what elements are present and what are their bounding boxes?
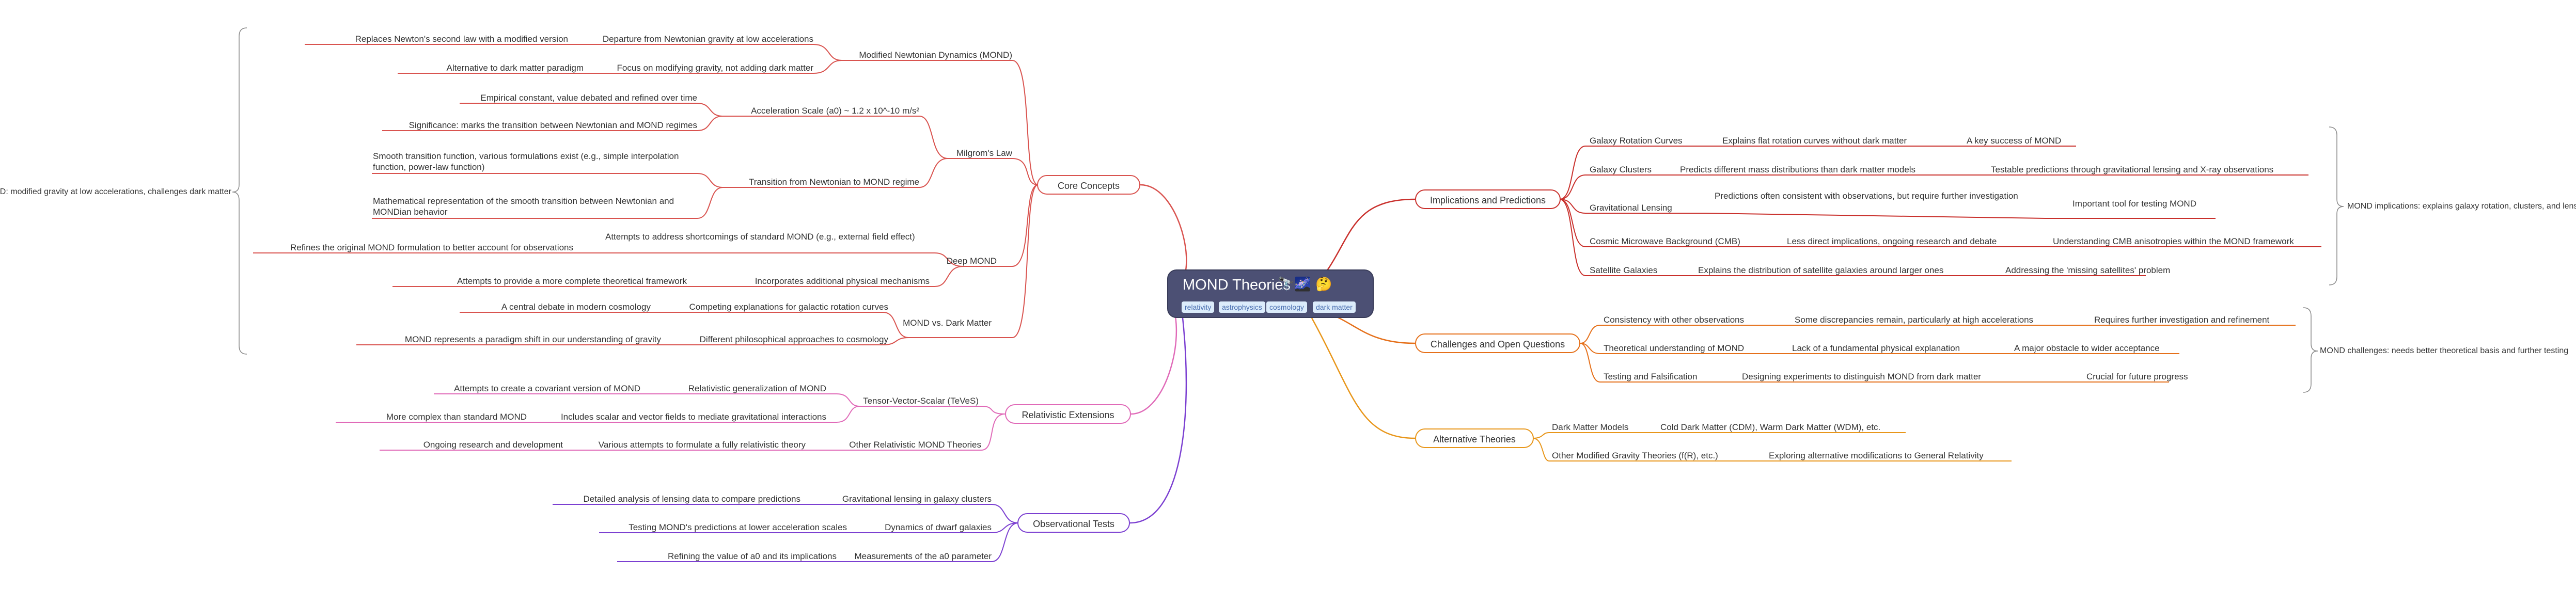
node-consistency[interactable]: Consistency with other observations <box>1604 315 1745 325</box>
node-vs-philosophy[interactable]: Different philosophical approaches to co… <box>699 335 888 344</box>
node-clusters-testable[interactable]: Testable predictions through gravitation… <box>1991 165 2274 174</box>
node-deep-attempts[interactable]: Attempts to address shortcomings of stan… <box>605 232 915 242</box>
node-other-gravity-detail[interactable]: Exploring alternative modifications to G… <box>1769 451 1984 460</box>
node-clusters-predicts[interactable]: Predicts different mass distributions th… <box>1680 165 1916 174</box>
node-transition-math[interactable]: Mathematical representation of the smoot… <box>373 196 674 217</box>
node-rotation-explains[interactable]: Explains flat rotation curves without da… <box>1722 136 1907 146</box>
node-mond-vs-dm[interactable]: MOND vs. Dark Matter <box>903 318 992 328</box>
node-cmb-anisotropies[interactable]: Understanding CMB anisotropies within th… <box>2053 236 2294 246</box>
link-root-rel <box>1130 299 1177 415</box>
node-obs-dwarf[interactable]: Dynamics of dwarf galaxies <box>885 522 992 532</box>
summary-implications: MOND implications: explains galaxy rotat… <box>2347 202 2576 211</box>
node-consistency-refinement[interactable]: Requires further investigation and refin… <box>2094 315 2270 325</box>
link-root-obs <box>1129 317 1187 524</box>
node-lensing-predictions[interactable]: Predictions often consistent with observ… <box>1715 191 2018 201</box>
summary-challenges: MOND challenges: needs better theoretica… <box>2320 346 2569 355</box>
node-vs-competing[interactable]: Competing explanations for galactic rota… <box>689 302 888 312</box>
node-lensing-tool[interactable]: Important tool for testing MOND <box>2072 199 2196 209</box>
node-clusters[interactable]: Galaxy Clusters <box>1590 165 1652 174</box>
root-title: MOND Theories <box>1183 277 1291 293</box>
node-obs-a0-detail[interactable]: Refining the value of a0 and its implica… <box>668 551 837 561</box>
node-obs-lensing[interactable]: Gravitational lensing in galaxy clusters <box>842 494 992 504</box>
root-node[interactable]: MOND Theories 🔭🌌 🤔 relativity astrophysi… <box>1167 269 1374 318</box>
node-other-gravity[interactable]: Other Modified Gravity Theories (f(R), e… <box>1552 451 1718 460</box>
branch-implications[interactable]: Implications and Predictions <box>1415 189 1561 209</box>
node-vs-debate[interactable]: A central debate in modern cosmology <box>501 302 651 312</box>
tag-dark-matter[interactable]: dark matter <box>1313 301 1356 313</box>
node-testing-experiments[interactable]: Designing experiments to distinguish MON… <box>1742 372 1981 381</box>
node-cmb[interactable]: Cosmic Microwave Background (CMB) <box>1590 236 1740 246</box>
node-mond-focus[interactable]: Focus on modifying gravity, not adding d… <box>617 63 813 73</box>
node-theory-understanding[interactable]: Theoretical understanding of MOND <box>1604 343 1745 353</box>
link-root-alt <box>1311 317 1416 439</box>
node-theory-obstacle[interactable]: A major obstacle to wider acceptance <box>2014 343 2160 353</box>
branch-challenges[interactable]: Challenges and Open Questions <box>1415 333 1580 353</box>
node-mond-focus-detail[interactable]: Alternative to dark matter paradigm <box>446 63 584 73</box>
node-rotation-curves[interactable]: Galaxy Rotation Curves <box>1590 136 1683 146</box>
node-teves-relativistic[interactable]: Relativistic generalization of MOND <box>688 384 826 393</box>
node-testing[interactable]: Testing and Falsification <box>1604 372 1698 381</box>
tag-relativity[interactable]: relativity <box>1182 301 1215 313</box>
node-dark-matter-types[interactable]: Cold Dark Matter (CDM), Warm Dark Matter… <box>1660 422 1881 432</box>
node-mond-departure[interactable]: Departure from Newtonian gravity at low … <box>602 34 813 44</box>
node-mond-departure-detail[interactable]: Replaces Newton's second law with a modi… <box>355 34 568 44</box>
branch-observational-tests[interactable]: Observational Tests <box>1017 513 1130 533</box>
node-teves-fields[interactable]: Includes scalar and vector fields to med… <box>560 412 826 422</box>
node-teves[interactable]: Tensor-Vector-Scalar (TeVeS) <box>863 396 979 406</box>
node-teves-complex[interactable]: More complex than standard MOND <box>386 412 527 422</box>
node-vs-paradigm[interactable]: MOND represents a paradigm shift in our … <box>404 335 661 344</box>
node-deep-incorporates[interactable]: Incorporates additional physical mechani… <box>755 276 930 286</box>
node-obs-a0[interactable]: Measurements of the a0 parameter <box>854 551 992 561</box>
branch-alternative-theories[interactable]: Alternative Theories <box>1415 428 1534 448</box>
node-accel-scale[interactable]: Acceleration Scale (a0) ~ 1.2 x 10^-10 m… <box>751 106 919 116</box>
node-obs-lensing-detail[interactable]: Detailed analysis of lensing data to com… <box>583 494 800 504</box>
node-deep-framework[interactable]: Attempts to provide a more complete theo… <box>457 276 687 286</box>
node-consistency-discrepancies[interactable]: Some discrepancies remain, particularly … <box>1795 315 2034 325</box>
node-obs-dwarf-detail[interactable]: Testing MOND's predictions at lower acce… <box>629 522 847 532</box>
node-lensing[interactable]: Gravitational Lensing <box>1590 203 1672 213</box>
node-teves-covariant[interactable]: Attempts to create a covariant version o… <box>454 384 640 393</box>
node-satellites[interactable]: Satellite Galaxies <box>1590 265 1658 275</box>
node-dark-matter-models[interactable]: Dark Matter Models <box>1552 422 1629 432</box>
node-cmb-implications[interactable]: Less direct implications, ongoing resear… <box>1787 236 1997 246</box>
node-deep-refines[interactable]: Refines the original MOND formulation to… <box>290 243 573 252</box>
node-rotation-success[interactable]: A key success of MOND <box>1967 136 2062 146</box>
tag-cosmology[interactable]: cosmology <box>1266 301 1307 313</box>
node-satellites-missing[interactable]: Addressing the 'missing satellites' prob… <box>2005 265 2171 275</box>
branch-core-concepts[interactable]: Core Concepts <box>1037 175 1140 195</box>
node-transition[interactable]: Transition from Newtonian to MOND regime <box>748 177 919 187</box>
node-satellites-distribution[interactable]: Explains the distribution of satellite g… <box>1698 265 1944 275</box>
node-milgrom[interactable]: Milgrom's Law <box>956 148 1012 158</box>
node-accel-significance[interactable]: Significance: marks the transition betwe… <box>409 120 697 130</box>
node-transition-function[interactable]: Smooth transition function, various form… <box>373 151 679 172</box>
node-testing-crucial[interactable]: Crucial for future progress <box>2086 372 2188 381</box>
node-other-rel-attempts[interactable]: Various attempts to formulate a fully re… <box>598 440 806 450</box>
branch-relativistic-extensions[interactable]: Relativistic Extensions <box>1005 404 1131 424</box>
node-mond[interactable]: Modified Newtonian Dynamics (MOND) <box>859 50 1012 60</box>
tag-astrophysics[interactable]: astrophysics <box>1219 301 1265 313</box>
summary-left: MOND: modified gravity at low accelerati… <box>0 187 231 196</box>
node-accel-empirical[interactable]: Empirical constant, value debated and re… <box>480 93 697 103</box>
node-theory-lack[interactable]: Lack of a fundamental physical explanati… <box>1792 343 1960 353</box>
node-other-rel[interactable]: Other Relativistic MOND Theories <box>849 440 981 450</box>
node-deep-mond[interactable]: Deep MOND <box>946 256 997 266</box>
node-other-rel-ongoing[interactable]: Ongoing research and development <box>423 440 563 450</box>
root-emoji-icons: 🔭🌌 🤔 <box>1278 277 1332 292</box>
